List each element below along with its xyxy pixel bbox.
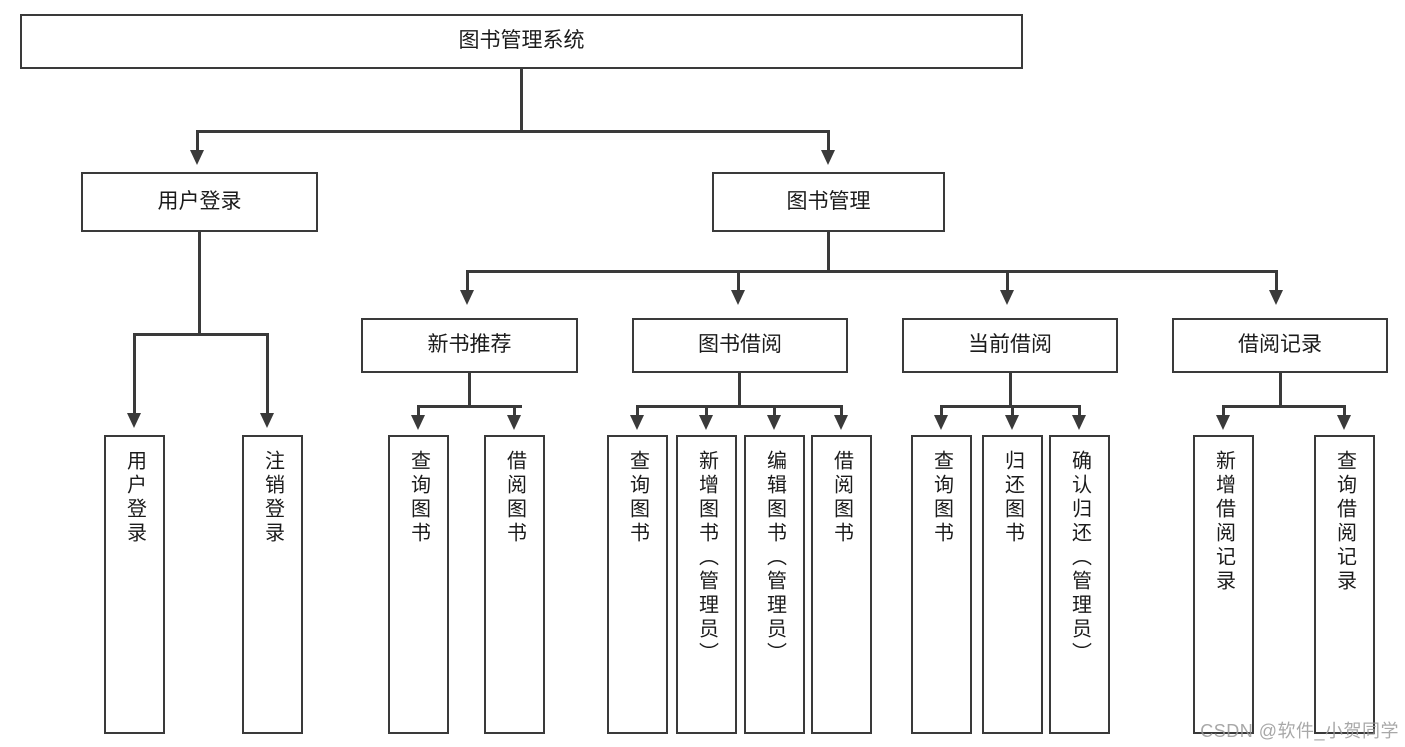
connector-borrow-record-leaf-0 — [1222, 405, 1225, 417]
node-current-borrow[interactable]: 当前借阅 — [902, 318, 1118, 373]
node-label: 新增图书（管理员） — [695, 450, 718, 666]
connector-book-borrow-leaf-2 — [773, 405, 776, 417]
arrowhead-to-new-book — [460, 290, 474, 305]
connector-to-book-borrow — [737, 270, 740, 292]
arrowhead-current-borrow-leaf-0 — [934, 415, 948, 430]
arrowhead-to-book-borrow — [731, 290, 745, 305]
connector-current-borrow-leaf-0 — [940, 405, 943, 417]
leaf-user-login-login[interactable]: 用户登录 — [104, 435, 165, 734]
connector-book-borrow-leaf-3 — [840, 405, 843, 417]
watermark-text: CSDN @软件_小贺同学 — [1200, 721, 1399, 741]
leaf-current-borrow-return[interactable]: 归还图书 — [982, 435, 1043, 734]
node-new-book-recommend[interactable]: 新书推荐 — [361, 318, 578, 373]
connector-new-book-leaf-1 — [513, 405, 516, 417]
connector-new-book-leaf-0 — [417, 405, 420, 417]
node-borrow-record[interactable]: 借阅记录 — [1172, 318, 1388, 373]
connector-user-login-bus — [133, 333, 269, 336]
leaf-borrow-record-query[interactable]: 查询借阅记录 — [1314, 435, 1375, 734]
node-label: 图书借阅 — [698, 333, 782, 357]
connector-root-to-book-manage — [827, 130, 830, 152]
connector-current-borrow-bus — [940, 405, 1080, 408]
leaf-new-book-borrow[interactable]: 借阅图书 — [484, 435, 545, 734]
arrowhead-user-login-leaf-0 — [127, 413, 141, 428]
node-label: 借阅记录 — [1238, 333, 1322, 357]
arrowhead-current-borrow-leaf-1 — [1005, 415, 1019, 430]
connector-book-borrow-leaf-0 — [636, 405, 639, 417]
node-label: 新书推荐 — [427, 333, 512, 357]
node-label: 图书管理系统 — [458, 29, 585, 53]
connector-borrow-record-leaf-1 — [1343, 405, 1346, 417]
connector-book-borrow-bus — [636, 405, 842, 408]
connector-book-borrow-stem — [738, 373, 741, 407]
arrowhead-new-book-leaf-1 — [507, 415, 521, 430]
node-label: 图书管理 — [786, 189, 871, 213]
arrowhead-book-borrow-leaf-2 — [767, 415, 781, 430]
node-label: 借阅图书 — [830, 450, 853, 546]
node-label: 编辑图书（管理员） — [763, 450, 786, 666]
node-label: 注销登录 — [261, 450, 284, 546]
connector-to-new-book — [466, 270, 469, 292]
node-label: 用户登录 — [157, 189, 242, 213]
node-label: 查询图书 — [626, 450, 649, 546]
arrowhead-book-borrow-leaf-3 — [834, 415, 848, 430]
connector-root-to-user-login — [196, 130, 199, 152]
arrowhead-user-login-leaf-1 — [260, 413, 274, 428]
node-label: 确认归还（管理员） — [1068, 450, 1091, 666]
node-label: 借阅图书 — [503, 450, 526, 546]
connector-borrow-record-stem — [1279, 373, 1282, 407]
arrowhead-to-user-login — [190, 150, 204, 165]
node-label: 当前借阅 — [968, 333, 1052, 357]
arrowhead-current-borrow-leaf-2 — [1072, 415, 1086, 430]
node-book-management[interactable]: 图书管理 — [712, 172, 945, 232]
leaf-current-borrow-confirm[interactable]: 确认归还（管理员） — [1049, 435, 1110, 734]
arrowhead-borrow-record-leaf-0 — [1216, 415, 1230, 430]
leaf-borrow-record-add[interactable]: 新增借阅记录 — [1193, 435, 1254, 734]
node-label: 查询借阅记录 — [1333, 450, 1356, 594]
leaf-book-borrow-edit[interactable]: 编辑图书（管理员） — [744, 435, 805, 734]
connector-level2-bus — [466, 270, 1278, 273]
connector-book-manage-stem — [827, 232, 830, 272]
node-label: 查询图书 — [930, 450, 953, 546]
arrowhead-book-borrow-leaf-1 — [699, 415, 713, 430]
connector-new-book-bus — [417, 405, 522, 408]
arrowhead-to-book-manage — [821, 150, 835, 165]
arrowhead-new-book-leaf-0 — [411, 415, 425, 430]
leaf-book-borrow-query[interactable]: 查询图书 — [607, 435, 668, 734]
leaf-new-book-query[interactable]: 查询图书 — [388, 435, 449, 734]
node-label: 查询图书 — [407, 450, 430, 546]
node-book-borrow[interactable]: 图书借阅 — [632, 318, 848, 373]
connector-root-stem — [520, 69, 523, 132]
node-label: 用户登录 — [123, 450, 146, 546]
node-label: 新增借阅记录 — [1212, 450, 1235, 594]
connector-current-borrow-leaf-1 — [1011, 405, 1014, 417]
connector-user-login-stem — [198, 232, 201, 335]
connector-borrow-record-bus — [1222, 405, 1344, 408]
connector-level1-bus — [196, 130, 830, 133]
connector-user-login-leaf-0 — [133, 333, 136, 415]
arrowhead-borrow-record-leaf-1 — [1337, 415, 1351, 430]
arrowhead-to-borrow-record — [1269, 290, 1283, 305]
connector-new-book-stem — [468, 373, 471, 407]
leaf-book-borrow-borrow[interactable]: 借阅图书 — [811, 435, 872, 734]
leaf-user-login-logout[interactable]: 注销登录 — [242, 435, 303, 734]
leaf-book-borrow-add[interactable]: 新增图书（管理员） — [676, 435, 737, 734]
connector-current-borrow-stem — [1009, 373, 1012, 407]
node-user-login[interactable]: 用户登录 — [81, 172, 318, 232]
connector-current-borrow-leaf-2 — [1078, 405, 1081, 417]
connector-to-current-borrow — [1006, 270, 1009, 292]
node-label: 归还图书 — [1001, 450, 1024, 546]
connector-book-borrow-leaf-1 — [705, 405, 708, 417]
arrowhead-to-current-borrow — [1000, 290, 1014, 305]
node-root-system[interactable]: 图书管理系统 — [20, 14, 1023, 69]
arrowhead-book-borrow-leaf-0 — [630, 415, 644, 430]
connector-to-borrow-record — [1275, 270, 1278, 292]
leaf-current-borrow-query[interactable]: 查询图书 — [911, 435, 972, 734]
connector-user-login-leaf-1 — [266, 333, 269, 415]
